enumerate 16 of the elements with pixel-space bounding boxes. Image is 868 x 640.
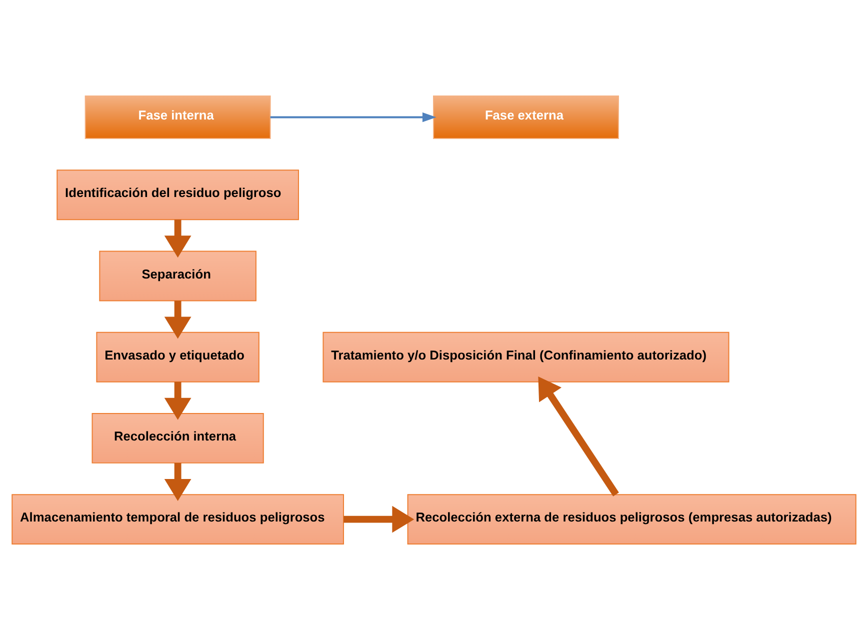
arrow	[164, 300, 192, 339]
arrow	[538, 376, 619, 496]
arrow	[164, 462, 192, 501]
node-box: Almacenamiento temporal de residuos peligrosos	[12, 494, 344, 545]
node-box: Identificación del residuo peligroso	[56, 170, 299, 220]
node-box: Tratamiento y/o Disposición Final (Confinamiento autorizado)	[322, 332, 730, 382]
arrow	[164, 220, 192, 258]
arrow	[344, 506, 414, 533]
node-box: Recolección externa de residuos peligrosos (empresas autorizadas)	[407, 494, 856, 545]
node-box: Recolección interna	[92, 412, 264, 464]
node-box: Fase externa	[433, 95, 619, 139]
node-box: Fase interna	[84, 95, 271, 139]
node-box: Separación	[99, 250, 256, 302]
arrow	[164, 382, 192, 420]
arrow	[270, 112, 436, 122]
node-box: Envasado y etiquetado	[96, 332, 260, 382]
